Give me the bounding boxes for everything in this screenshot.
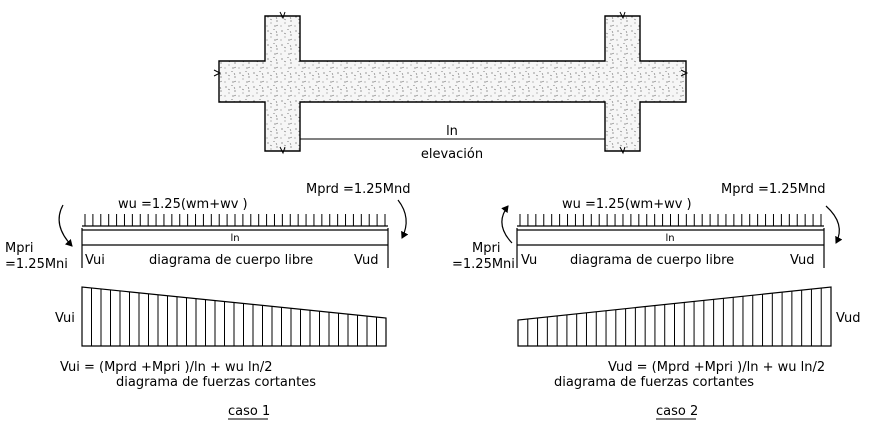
case1-moment-right: Mprd =1.25Mnd — [306, 182, 411, 197]
case1-shear-right: Vud — [354, 253, 379, 268]
case2-span-label: ln — [665, 233, 674, 244]
case1-right-moment-arrow — [397, 199, 409, 239]
case1-shear-diagram — [81, 286, 387, 347]
case2-moment-left-line2: =1.25Mni — [452, 257, 515, 272]
case1-formula: Vui = (Mprd +Mpri )/ln + wu ln/2 — [60, 360, 272, 375]
case1-left-moment-arrow — [58, 204, 73, 247]
case2-load-label: wu =1.25(wm+wv ) — [562, 197, 692, 212]
case1-moment-left-line1: Mpri — [5, 241, 33, 256]
case1-moment-left-line2: =1.25Mni — [5, 257, 68, 272]
case2-left-moment-arrow — [501, 205, 513, 244]
case2-moment-right: Mprd =1.25Mnd — [721, 182, 826, 197]
break-marks — [213, 11, 689, 155]
case2-fbd-caption: diagrama de cuerpo libre — [570, 253, 734, 268]
case2-formula: Vud = (Mprd +Mpri )/ln + wu ln/2 — [608, 360, 825, 375]
case2-shear-right: Vud — [790, 253, 815, 268]
case1-shear-left: Vui — [85, 253, 105, 268]
case1-span-label: ln — [230, 233, 239, 244]
elevation-view: ln elevación — [213, 11, 689, 162]
case2-distributed-load — [519, 214, 822, 226]
case1-title: caso 1 — [228, 404, 270, 419]
case2-shear-caption: diagrama de fuerzas cortantes — [554, 375, 754, 390]
case2-shear-diagram — [517, 286, 832, 347]
case1-fbd-caption: diagrama de cuerpo libre — [149, 253, 313, 268]
shear-outline — [517, 286, 832, 347]
case1-shear-caption: diagrama de fuerzas cortantes — [116, 375, 316, 390]
case2-right-moment-arrow — [825, 205, 843, 244]
case2-shear-left: Vu — [521, 253, 537, 268]
shear-outline — [81, 286, 387, 347]
case1-distributed-load — [84, 214, 386, 226]
concrete-frame — [218, 15, 687, 152]
case2-shear-diagram-label: Vud — [836, 311, 861, 326]
elevation-caption: elevación — [421, 147, 483, 162]
case1-load-label: wu =1.25(wm+wv ) — [118, 197, 248, 212]
case2-title: caso 2 — [656, 404, 698, 419]
case1-group: wu =1.25(wm+wv ) Mprd =1.25Mnd ln Mpri =… — [5, 182, 411, 420]
elevation-span-label: ln — [446, 124, 458, 139]
case2-group: wu =1.25(wm+wv ) Mprd =1.25Mnd ln Mpri =… — [452, 182, 861, 420]
case1-shear-diagram-label: Vui — [55, 311, 75, 326]
case2-moment-left-line1: Mpri — [472, 241, 500, 256]
